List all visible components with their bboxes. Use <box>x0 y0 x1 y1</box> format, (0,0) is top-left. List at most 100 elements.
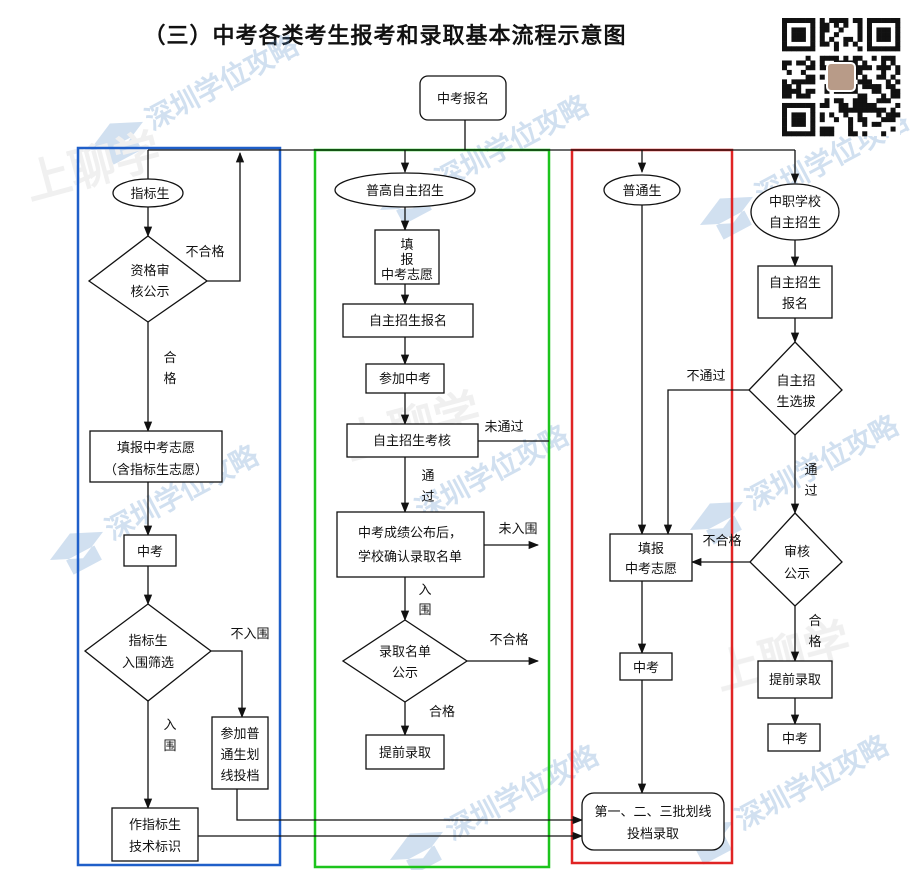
node-cjgb-label-1: 中考成绩公布后， <box>358 526 462 541</box>
node-zyzb-label-2: （含指标生志愿） <box>104 462 208 478</box>
node-zzxx-label-1: 中职学校 <box>769 194 821 210</box>
edge-bhg1-label: 不合格 <box>185 244 224 260</box>
node-pgzz-ellipse <box>334 172 476 208</box>
node-zzxb-label-2: 生选拔 <box>776 395 815 410</box>
node-tbzy2-label-1: 填报 <box>638 542 664 557</box>
node-tqlq2-box <box>757 660 833 699</box>
node-tqlq2-label: 提前录取 <box>769 672 821 688</box>
graduation-cap-icon <box>390 831 443 870</box>
node-zzxb-diamond <box>748 341 843 436</box>
node-zzxx-label-2: 自主招生 <box>769 216 821 231</box>
node-tbzy-label-1: 填 <box>400 238 413 253</box>
node-cjpt-label-1: 参加普 <box>220 726 259 742</box>
svg-text:深圳学位攻略: 深圳学位攻略 <box>740 408 905 516</box>
graduation-cap-icon <box>690 501 743 545</box>
edge-brw-label: 不入围 <box>230 627 269 642</box>
node-zbsx-label-1: 指标生 <box>128 634 167 649</box>
node-tbzy2-label-2: 中考志愿 <box>625 562 677 577</box>
edge-rw1-label-2: 围 <box>163 739 176 754</box>
edge-rw2-label-2: 围 <box>418 603 431 618</box>
edge-tg1-label-1: 通 <box>421 469 434 484</box>
node-shgs-label-2: 公示 <box>784 567 810 582</box>
node-tbzy-box <box>374 229 440 285</box>
node-zbsx-label-2: 入围筛选 <box>122 656 174 671</box>
node-ptsh-label: 普通生 <box>622 184 661 199</box>
node-zk1-label: 中考 <box>137 545 163 560</box>
node-cjgb-label-2: 学校确认录取名单 <box>358 549 462 565</box>
node-zzbm2-box <box>757 265 833 319</box>
node-lqgs-label-2: 公示 <box>392 666 418 681</box>
node-tbzy-label-2: 报 <box>400 253 413 268</box>
page-title: （三）中考各类考生报考和录取基本流程示意图 <box>143 23 627 49</box>
graduation-cap-icon <box>700 196 753 240</box>
svg-text:深圳学位攻略: 深圳学位攻略 <box>440 738 605 846</box>
node-start-box <box>419 75 507 121</box>
node-zzkh-label: 自主招生考核 <box>373 434 451 449</box>
edge-wtg-label: 未通过 <box>484 420 523 435</box>
node-zk3-box <box>767 723 821 752</box>
edge-btg-label: 不通过 <box>686 369 725 384</box>
edge-tg2-label-2: 过 <box>804 484 817 499</box>
node-cjgb-box <box>336 511 485 578</box>
node-zbs-ellipse <box>112 178 184 208</box>
node-zk3-label: 中考 <box>782 732 808 747</box>
node-lqgs-label-1: 录取名单 <box>379 644 431 660</box>
node-zgsh-diamond <box>87 235 209 323</box>
node-zbsb-label-1: 作指标生 <box>129 818 181 833</box>
node-zzkh-box <box>346 423 479 458</box>
graduation-cap-icon <box>90 121 143 165</box>
node-cjpt-label-3: 线投档 <box>220 768 259 784</box>
labels: 中考报名 指标生 资格审 核公示 不合格 合 格 填报中考志愿 （含指标生志愿）… <box>104 91 822 855</box>
edge-bhg2-label: 不合格 <box>489 632 528 648</box>
shapes <box>83 75 843 862</box>
node-zbs-label: 指标生 <box>130 187 169 202</box>
node-cjzk-box <box>365 363 445 394</box>
node-final-label-1: 第一、二、三批划线 <box>594 805 711 820</box>
node-final-label-2: 投档录取 <box>627 826 679 842</box>
connectors <box>143 120 800 841</box>
node-zyzb-box <box>89 430 223 483</box>
node-tbzy-label-3: 中考志愿 <box>381 268 433 283</box>
edge-rw1-label-1: 入 <box>163 718 176 733</box>
node-zgsh-label-1: 资格审 <box>130 263 169 279</box>
node-shgs-diamond <box>749 512 843 607</box>
node-ptsh-ellipse <box>603 174 681 206</box>
node-zbsx-diamond <box>83 603 213 702</box>
node-start-label: 中考报名 <box>437 91 489 107</box>
node-cjzk-label: 参加中考 <box>379 371 431 387</box>
node-cjpt-label-2: 通生划 <box>220 748 259 763</box>
edge-hg3-label-1: 合 <box>808 614 821 629</box>
node-zgsh-label-2: 核公示 <box>130 285 169 300</box>
node-tbzy2-box <box>609 533 693 582</box>
node-final-box <box>581 792 725 851</box>
edge-hg1-label-2: 格 <box>163 371 176 387</box>
node-zzbm-label: 自主招生报名 <box>369 313 447 329</box>
qr-code <box>782 18 901 137</box>
node-tqlq1-box <box>365 734 445 770</box>
graduation-cap-icon <box>50 531 103 575</box>
edge-hg1-label-1: 合 <box>163 351 176 366</box>
node-zk1-box <box>123 534 177 567</box>
node-lqgs-diamond <box>341 619 469 703</box>
node-zzxx-ellipse <box>750 183 840 241</box>
node-zk2-box <box>619 652 673 681</box>
node-zzbm2-label-1: 自主招生 <box>769 276 821 291</box>
node-zbsb-label-2: 技术标识 <box>129 840 181 855</box>
node-zzbm-box <box>342 303 474 338</box>
column-frame-zhibiaosheng <box>76 146 282 867</box>
node-cjpt-box <box>211 716 269 790</box>
edge-hg3-label-2: 格 <box>808 634 821 650</box>
node-tqlq1-label: 提前录取 <box>379 745 431 761</box>
node-zyzb-label-1: 填报中考志愿 <box>117 441 195 456</box>
node-zzbm2-label-2: 报名 <box>782 296 808 312</box>
edge-rw2-label-1: 入 <box>418 583 431 598</box>
edge-tg2-label-1: 通 <box>804 463 817 478</box>
node-zk2-label: 中考 <box>633 661 659 676</box>
edge-hg2-label: 合格 <box>429 704 455 720</box>
node-zzxb-label-1: 自主招 <box>776 374 815 389</box>
edge-wrw-label: 未入围 <box>498 522 537 537</box>
svg-text:深圳学位攻略: 深圳学位攻略 <box>140 28 305 136</box>
qr-avatar-icon <box>826 62 856 92</box>
node-shgs-label-1: 审核 <box>784 545 810 560</box>
